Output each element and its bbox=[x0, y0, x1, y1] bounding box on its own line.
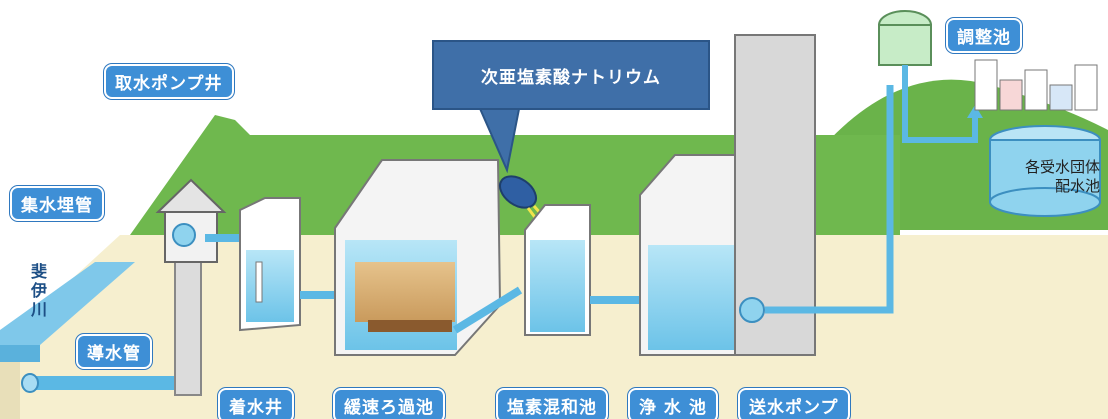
clear-water-reservoir bbox=[639, 34, 816, 356]
ground-front bbox=[0, 345, 20, 419]
label-receiving-well: 着水井 bbox=[218, 388, 294, 419]
city-buildings bbox=[974, 59, 1098, 111]
distribution-reservoir bbox=[989, 125, 1101, 217]
label-clear-water-reservoir: 浄 水 池 bbox=[628, 388, 718, 419]
label-collection-pipe: 集水埋管 bbox=[10, 186, 104, 221]
label-transmission-pump: 送水ポンプ bbox=[738, 388, 850, 419]
label-chlorine-mixing-basin: 塩素混和池 bbox=[496, 388, 608, 419]
receiving-well bbox=[239, 197, 301, 332]
regulating-reservoir bbox=[878, 10, 932, 66]
label-slow-sand-filter: 緩速ろ過池 bbox=[333, 388, 445, 419]
label-regulating-reservoir: 調整池 bbox=[946, 18, 1022, 53]
chlorine-mixing-basin bbox=[524, 204, 591, 336]
label-intake-pump-well: 取水ポンプ井 bbox=[104, 64, 234, 99]
chemical-callout: 次亜塩素酸ナトリウム bbox=[432, 40, 710, 110]
label-distribution-line1: 各受水団体 bbox=[1024, 158, 1100, 176]
river bbox=[0, 262, 135, 345]
label-river: 斐伊川 bbox=[30, 262, 47, 319]
label-conduit: 導水管 bbox=[76, 334, 152, 369]
label-distribution-line2: 配水池 bbox=[1054, 177, 1100, 195]
label-distribution-reservoir: 各受水団体 配水池 bbox=[990, 158, 1100, 196]
slow-sand-filter bbox=[334, 159, 502, 356]
transmission-pipe bbox=[765, 85, 894, 314]
